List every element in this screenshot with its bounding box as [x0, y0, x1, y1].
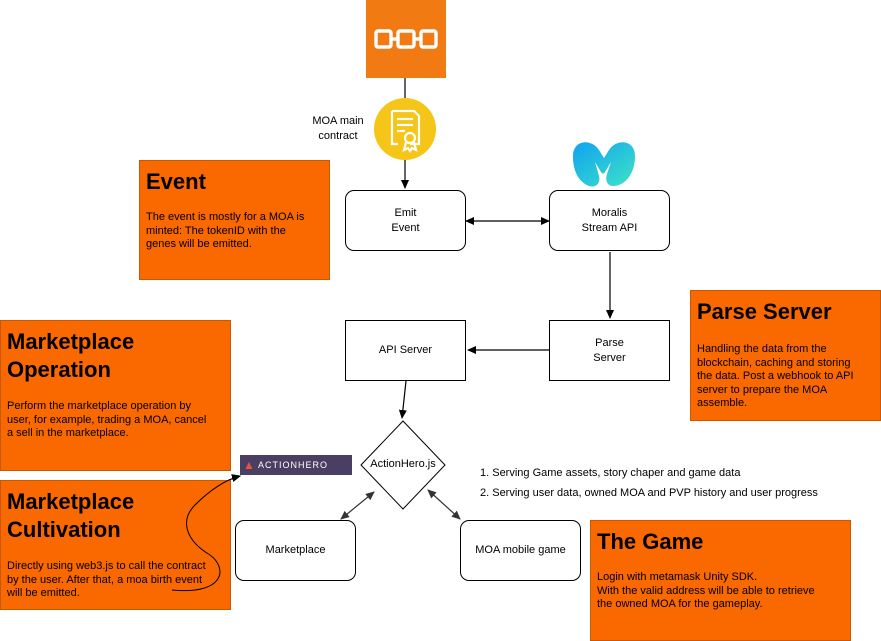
marketplace-operation-note: Marketplace Operation Perform the market…: [0, 320, 231, 471]
actionhero-logo-icon: ▲ ACTIONHERO: [240, 455, 352, 475]
actionhero-js-label: ActionHero.js: [370, 458, 436, 470]
the-game-note-title: The Game: [597, 529, 704, 554]
the-game-note-body: Login with metamask Unity SDK. With the …: [597, 571, 815, 610]
services-item: 1. Serving Game assets, story chaper and…: [480, 467, 741, 479]
actionhero-logo-text: ACTIONHERO: [258, 460, 329, 470]
event-note-body: The event is mostly for a MOA is minted:…: [146, 211, 305, 250]
actionhero-js-node[interactable]: ActionHero.js: [360, 420, 446, 510]
services-list: 1. Serving Game assets, story chaper and…: [480, 466, 870, 501]
emit-event-node[interactable]: Emit Event: [345, 190, 466, 251]
contract-label: MOA main contract: [312, 115, 364, 142]
parse-server-note-title: Parse Server: [697, 299, 832, 324]
moralis-stream-api-node[interactable]: Moralis Stream API: [549, 190, 670, 251]
marketplace-operation-note-title: Marketplace Operation: [7, 329, 135, 382]
edge-actionhero-marketplace: [340, 491, 375, 520]
actionhero-logo-mark: ▲: [243, 458, 255, 472]
marketplace-cultivation-note-body: Directly using web3.js to call the contr…: [7, 560, 206, 599]
api-server-node[interactable]: API Server: [345, 320, 466, 381]
event-note-title: Event: [146, 169, 206, 194]
edge-api-to-actionhero: [398, 380, 407, 419]
event-note: Event The event is mostly for a MOA is m…: [139, 160, 330, 280]
edge-actionhero-game: [427, 489, 461, 520]
parse-server-note: Parse Server Handling the data from the …: [690, 290, 881, 421]
parse-server-node[interactable]: Parse Server: [549, 320, 670, 381]
certificate-icon: [374, 98, 436, 160]
marketplace-cultivation-note-title: Marketplace Cultivation: [7, 489, 135, 542]
parse-server-note-body: Handling the data from the blockchain, c…: [697, 343, 854, 409]
marketplace-cultivation-note: Marketplace Cultivation Directly using w…: [0, 480, 231, 610]
services-item: 2. Serving user data, owned MOA and PVP …: [480, 487, 818, 499]
the-game-note: The Game Login with metamask Unity SDK. …: [590, 520, 851, 641]
marketplace-node[interactable]: Marketplace: [235, 520, 356, 581]
chain-link-icon: [366, 0, 446, 78]
moa-mobile-game-node[interactable]: MOA mobile game: [460, 520, 581, 581]
marketplace-operation-note-body: Perform the marketplace operation by use…: [7, 400, 207, 439]
moralis-logo-icon: [569, 134, 639, 190]
